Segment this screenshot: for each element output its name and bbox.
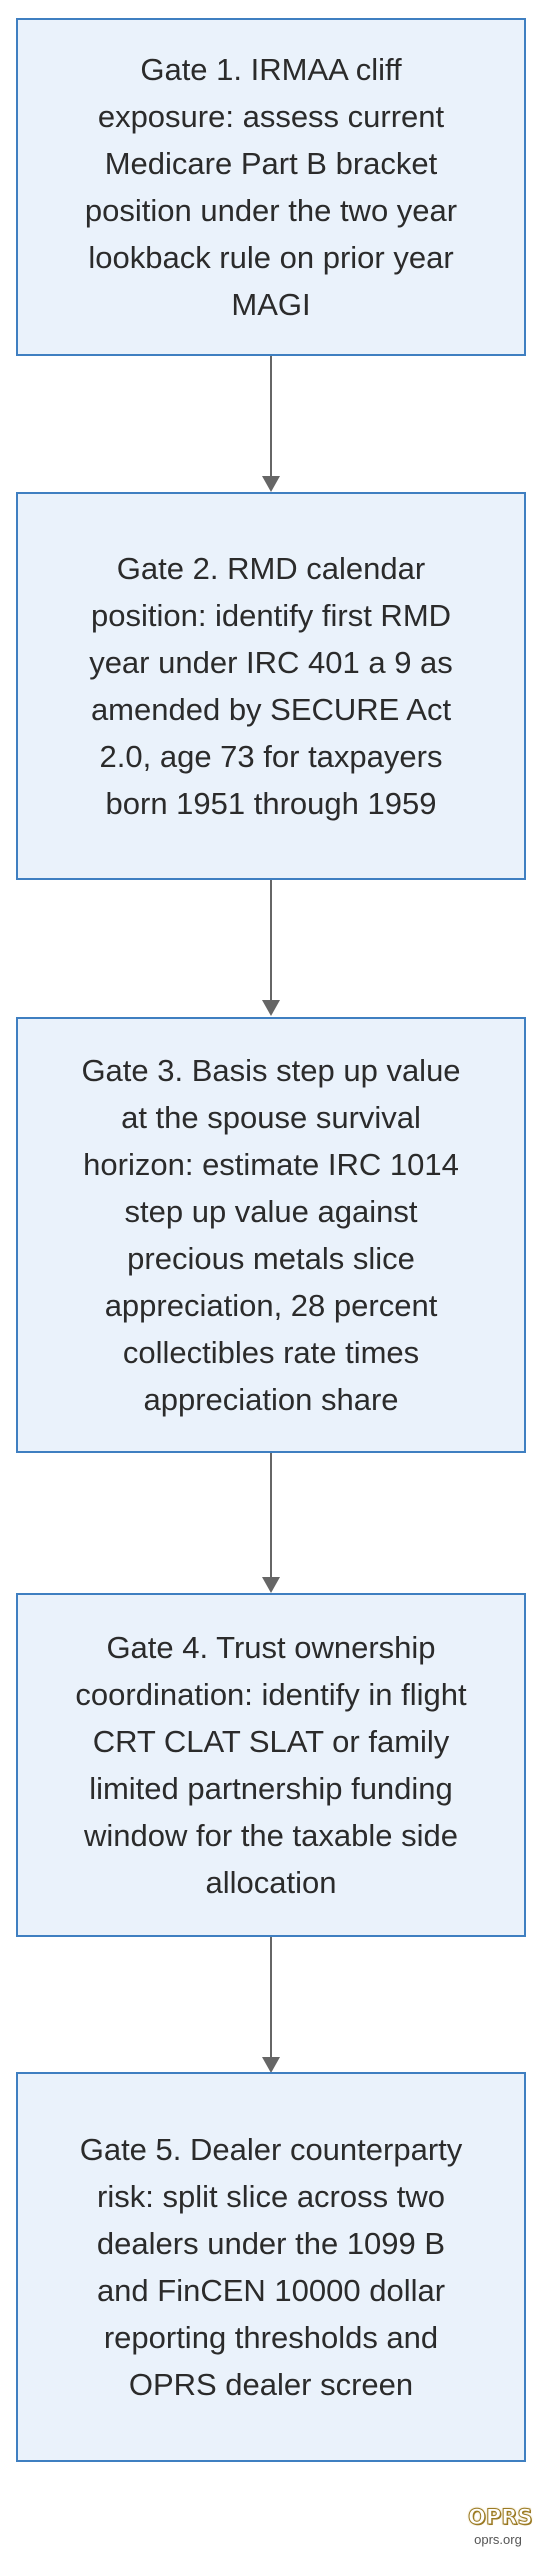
oprs-logo-site: oprs.org xyxy=(474,2532,522,2547)
arrowhead-2-3 xyxy=(262,1000,280,1016)
connector-1-2 xyxy=(270,356,272,478)
gate-1-box: Gate 1. IRMAA cliff exposure: assess cur… xyxy=(16,18,526,356)
gate-5-text: Gate 5. Dealer counterparty risk: split … xyxy=(79,2132,463,2402)
gate-3-text: Gate 3. Basis step up value at the spous… xyxy=(81,1053,461,1417)
arrowhead-4-5 xyxy=(262,2057,280,2073)
arrowhead-3-4 xyxy=(262,1577,280,1593)
arrowhead-1-2 xyxy=(262,476,280,492)
gate-4-text: Gate 4. Trust ownership coordination: id… xyxy=(75,1630,467,1900)
connector-3-4 xyxy=(270,1453,272,1579)
connector-2-3 xyxy=(270,880,272,1002)
oprs-logo: OPRS oprs.org xyxy=(468,2504,534,2548)
gate-1-text: Gate 1. IRMAA cliff exposure: assess cur… xyxy=(84,52,458,322)
gate-3-box: Gate 3. Basis step up value at the spous… xyxy=(16,1017,526,1453)
gate-2-text: Gate 2. RMD calendar position: identify … xyxy=(89,551,453,821)
gate-5-box: Gate 5. Dealer counterparty risk: split … xyxy=(16,2072,526,2462)
gate-2-box: Gate 2. RMD calendar position: identify … xyxy=(16,492,526,880)
connector-4-5 xyxy=(270,1937,272,2059)
oprs-logo-badge: OPRS xyxy=(468,2505,534,2530)
gate-4-box: Gate 4. Trust ownership coordination: id… xyxy=(16,1593,526,1937)
